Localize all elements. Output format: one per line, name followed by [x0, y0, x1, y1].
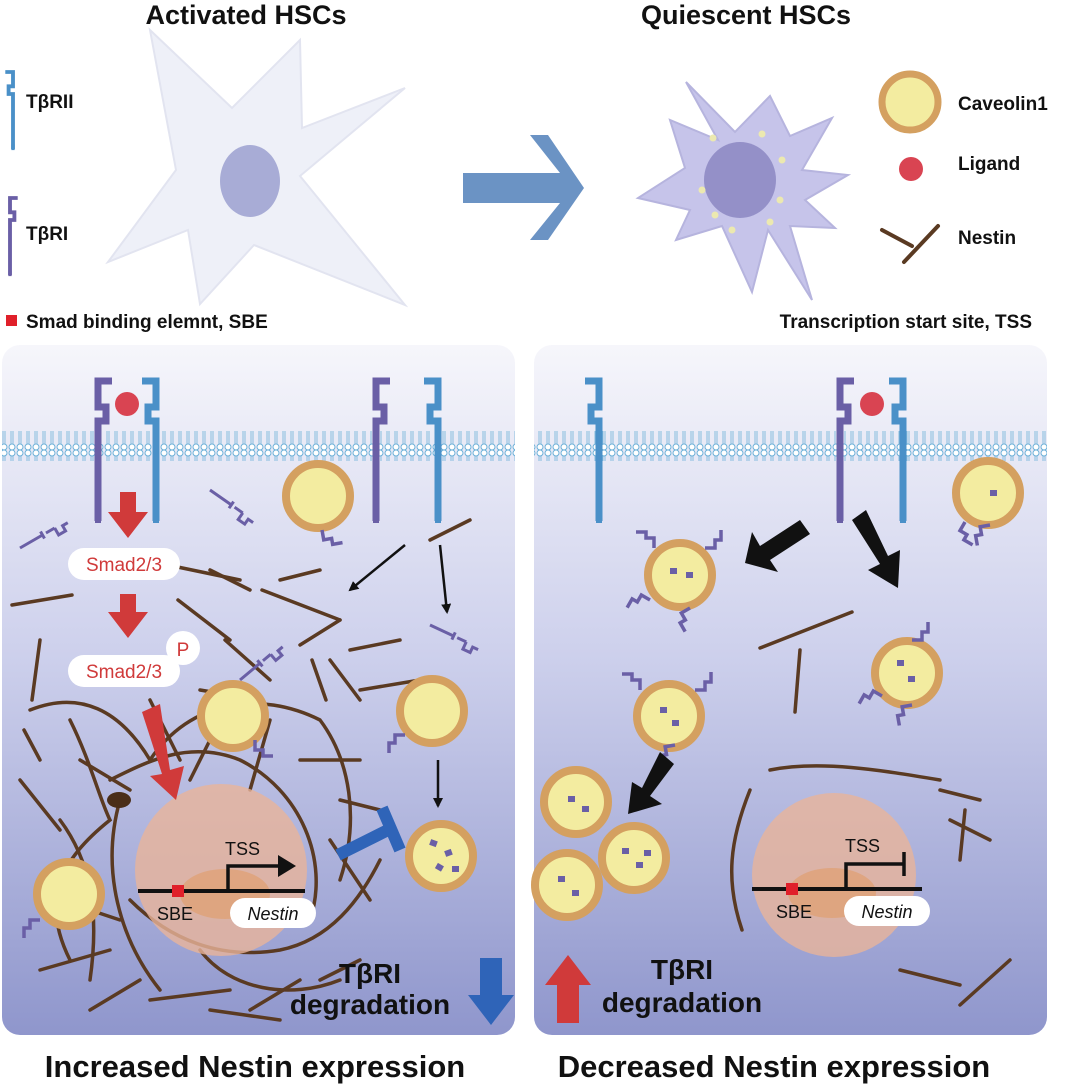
left-nestin-node — [107, 792, 131, 808]
left-down-arrow-icon — [468, 958, 514, 1025]
left-tss-arrowhead — [278, 855, 296, 877]
right-panel: TSS SBE Nestin — [534, 345, 1047, 1035]
right-degradation-line2: degradation — [602, 987, 762, 1018]
right-degradation-line1: TβRI — [651, 954, 713, 985]
right-tss-block — [844, 862, 903, 889]
caption-right: Decreased Nestin expression — [558, 1049, 991, 1084]
left-black-arrow-1 — [348, 544, 406, 592]
left-smad-label-2: Smad2/3 — [86, 662, 162, 683]
left-phospho-label: P — [177, 640, 190, 661]
left-tss-arrow — [226, 864, 282, 891]
left-black-arrow-2 — [438, 544, 452, 614]
left-inhibition-bar — [376, 805, 406, 853]
legend-tbri-label: TβRI — [26, 224, 68, 245]
legend-ligand-label: Ligand — [958, 154, 1020, 175]
legend-nestin-icon — [880, 224, 940, 264]
left-gene-label: Nestin — [247, 904, 298, 924]
left-gene-box — [230, 898, 316, 928]
left-receptor-complex — [95, 381, 159, 523]
right-caveolin-vesicles — [535, 461, 1020, 917]
left-degradation-line1: TβRI — [339, 958, 401, 989]
left-phospho-badge — [166, 631, 200, 665]
left-sbe-marker — [172, 885, 184, 897]
legend-caveolin-label: Caveolin1 — [958, 94, 1048, 115]
title-quiescent: Quiescent HSCs — [641, 0, 851, 30]
legend-tbri-icon — [6, 196, 20, 279]
left-sbe-label: SBE — [157, 904, 193, 924]
activated-nucleus-icon — [220, 145, 280, 217]
title-activated: Activated HSCs — [145, 0, 346, 30]
legend-nestin-label: Nestin — [958, 228, 1016, 249]
left-membrane — [2, 431, 515, 461]
right-black-arrow-2 — [852, 510, 900, 588]
legend-tbrii-icon — [3, 70, 17, 153]
right-gene-box — [844, 896, 930, 926]
left-smad-box-1 — [68, 548, 180, 580]
right-sbe-marker — [786, 883, 798, 895]
left-tss-label: TSS — [225, 839, 260, 859]
legend-sbe-label: Smad binding elemnt, SBE — [26, 312, 268, 333]
legend-sbe-icon — [6, 315, 17, 326]
right-membrane — [534, 431, 1047, 461]
right-receptor-complex — [837, 381, 906, 523]
legend-ligand-icon — [899, 157, 923, 181]
quiescent-caveolae-dots — [698, 130, 786, 234]
right-nestin-filaments — [729, 610, 1012, 1007]
left-red-arrow-2 — [108, 594, 148, 638]
left-ligand-icon — [115, 392, 139, 416]
right-gene-label: Nestin — [861, 902, 912, 922]
legend-tss-label: Transcription start site, TSS — [780, 312, 1032, 333]
left-panel: TSS SBE Nestin Smad2/3 Smad2/3 P — [2, 345, 515, 1035]
left-red-arrow-1 — [108, 492, 148, 538]
left-red-arrow-3 — [142, 704, 184, 800]
right-tss-label: TSS — [845, 836, 880, 856]
right-black-arrow-1 — [745, 520, 810, 572]
right-up-arrow-icon — [545, 955, 591, 1023]
right-ligand-icon — [860, 392, 884, 416]
left-caveolin-vesicles — [22, 464, 473, 940]
right-black-arrow-3 — [628, 752, 674, 814]
left-inhibition-icon — [335, 822, 395, 861]
transition-arrow-icon — [463, 135, 584, 240]
right-sbe-label: SBE — [776, 902, 812, 922]
quiescent-nucleus-icon — [704, 142, 776, 218]
left-degradation-line2: degradation — [290, 989, 450, 1020]
legend-tbrii-label: TβRII — [26, 92, 73, 113]
left-smad-label-1: Smad2/3 — [86, 555, 162, 576]
left-smad-box-2 — [68, 655, 180, 687]
caption-left: Increased Nestin expression — [45, 1049, 465, 1084]
legend-caveolin-icon — [878, 70, 942, 134]
